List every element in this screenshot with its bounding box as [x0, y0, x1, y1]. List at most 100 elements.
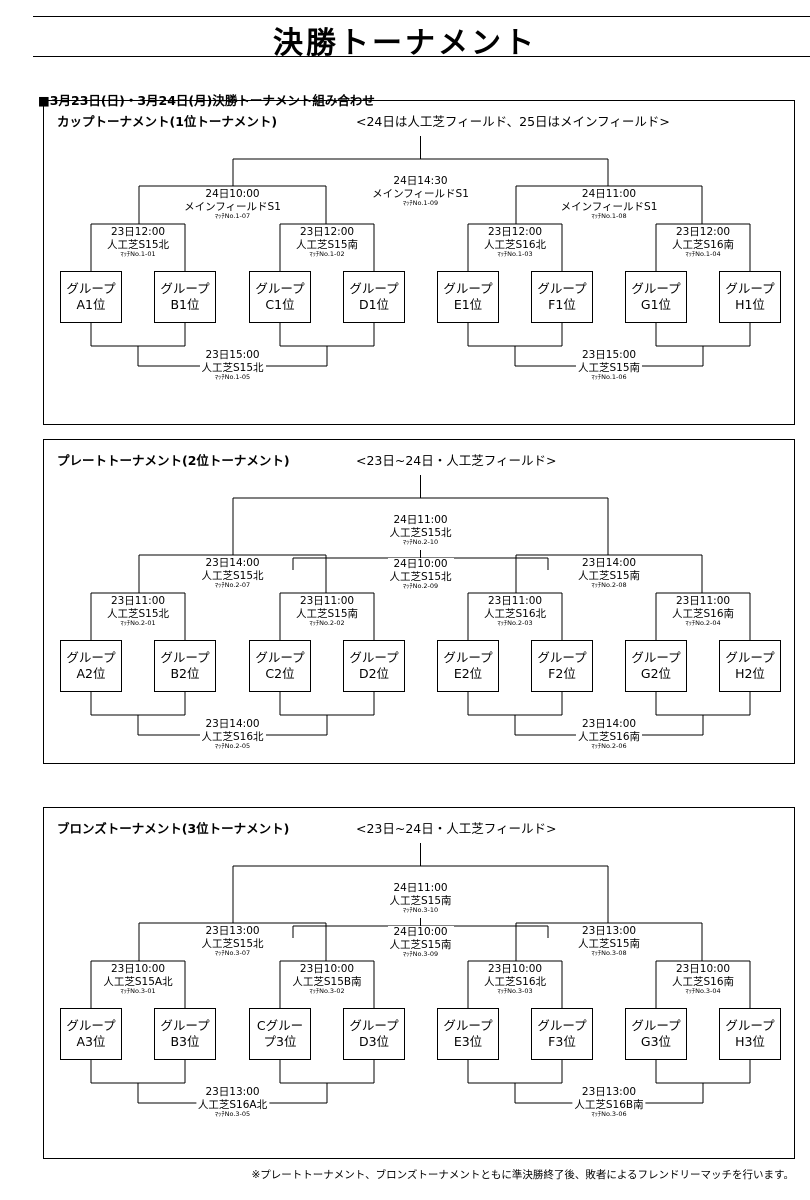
panel-title: カップトーナメント(1位トーナメント): [57, 114, 278, 129]
team-label-line: G3位: [640, 1034, 672, 1049]
match-time: 23日10:00: [299, 963, 355, 975]
page-title: 決勝トーナメント: [273, 26, 537, 61]
match-no: ﾏｯﾁNo.2-04: [685, 619, 721, 628]
team-label-line: B3位: [170, 1034, 200, 1049]
match-no: ﾏｯﾁNo.2-06: [591, 742, 627, 751]
match-no: ﾏｯﾁNo.3-02: [309, 987, 345, 996]
team-label-line: B1位: [170, 297, 200, 312]
team-label-line: F3位: [548, 1034, 576, 1049]
panel-venue-note: <23日~24日・人工芝フィールド>: [356, 453, 557, 468]
match-venue: メインフィールドS1: [372, 187, 469, 200]
team-label-line: グループ: [631, 1018, 681, 1034]
match-no: ﾏｯﾁNo.2-10: [402, 538, 439, 547]
match-venue: 人工芝S15北: [201, 569, 264, 582]
match-venue: 人工芝S15北: [389, 526, 452, 539]
match-venue: 人工芝S15北: [106, 607, 170, 620]
match-venue: メインフィールドS1: [560, 200, 658, 213]
panel-venue-note: <23日~24日・人工芝フィールド>: [356, 821, 557, 836]
match-venue: 人工芝S15北: [106, 238, 170, 251]
match-time: 24日11:00: [581, 188, 637, 200]
match-no: ﾏｯﾁNo.1-03: [497, 250, 533, 259]
match-time: 24日10:00: [393, 926, 448, 938]
match-no: ﾏｯﾁNo.1-04: [685, 250, 721, 259]
team-label-line: グループ: [537, 1018, 587, 1034]
team-label-line: E2位: [453, 666, 483, 681]
match-time: 23日12:00: [487, 226, 543, 238]
match-time: 23日13:00: [581, 925, 637, 937]
bracket-lines: [90, 136, 751, 367]
team-label-line: グループ: [443, 650, 493, 666]
match-time: 23日10:00: [110, 963, 166, 975]
match-no: ﾏｯﾁNo.2-05: [214, 742, 251, 751]
match-time: 24日10:00: [393, 558, 448, 570]
team-label-line: Cグルー: [256, 1018, 304, 1034]
team-label-line: C1位: [265, 297, 295, 312]
team-label-line: D3位: [358, 1034, 390, 1049]
match-time: 23日10:00: [675, 963, 731, 975]
match-time: 23日14:00: [205, 557, 260, 569]
team-label-line: グループ: [255, 281, 305, 297]
match-venue: 人工芝S16北: [201, 730, 264, 743]
team-label-line: E3位: [453, 1034, 483, 1049]
team-label-line: グループ: [255, 650, 305, 666]
tournament-panel-2: プレートトーナメント(2位トーナメント)<23日~24日・人工芝フィールド>グル…: [43, 439, 795, 764]
team-label-line: グループ: [160, 1018, 210, 1034]
match-venue: 人工芝S15南: [577, 361, 641, 374]
match-no: ﾏｯﾁNo.1-08: [591, 212, 627, 221]
team-label-line: グループ: [631, 281, 681, 297]
match-time: 23日11:00: [110, 595, 166, 607]
match-no: ﾏｯﾁNo.2-09: [402, 582, 439, 591]
team-label-line: グループ: [66, 281, 116, 297]
match-no: ﾏｯﾁNo.1-06: [591, 373, 627, 382]
team-label-line: H3位: [735, 1034, 765, 1049]
bracket-lines: [90, 843, 751, 1104]
match-no: ﾏｯﾁNo.3-09: [402, 950, 439, 959]
match-time: 24日11:00: [393, 882, 448, 894]
match-time: 23日13:00: [205, 1086, 260, 1098]
team-label-line: H2位: [735, 666, 765, 681]
match-venue: 人工芝S15南: [577, 937, 641, 950]
team-label-line: グループ: [160, 281, 210, 297]
team-label-line: グループ: [349, 650, 399, 666]
match-venue: 人工芝S16北: [483, 975, 547, 988]
team-label-line: グループ: [725, 1018, 775, 1034]
match-no: ﾏｯﾁNo.3-01: [120, 987, 156, 996]
match-no: ﾏｯﾁNo.2-02: [309, 619, 345, 628]
match-venue: 人工芝S16南: [577, 730, 641, 743]
team-slot: Cグループ3位: [249, 1008, 311, 1060]
match-venue: メインフィールドS1: [184, 200, 281, 213]
match-time: 23日14:00: [581, 557, 637, 569]
team-label-line: グループ: [349, 1018, 399, 1034]
match-venue: 人工芝S15南: [295, 238, 359, 251]
match-venue: 人工芝S15南: [389, 938, 452, 951]
match-no: ﾏｯﾁNo.2-07: [214, 581, 251, 590]
match-no: ﾏｯﾁNo.1-07: [214, 212, 251, 221]
team-label-line: グループ: [160, 650, 210, 666]
match-time: 23日15:00: [205, 349, 260, 361]
match-time: 23日11:00: [299, 595, 355, 607]
